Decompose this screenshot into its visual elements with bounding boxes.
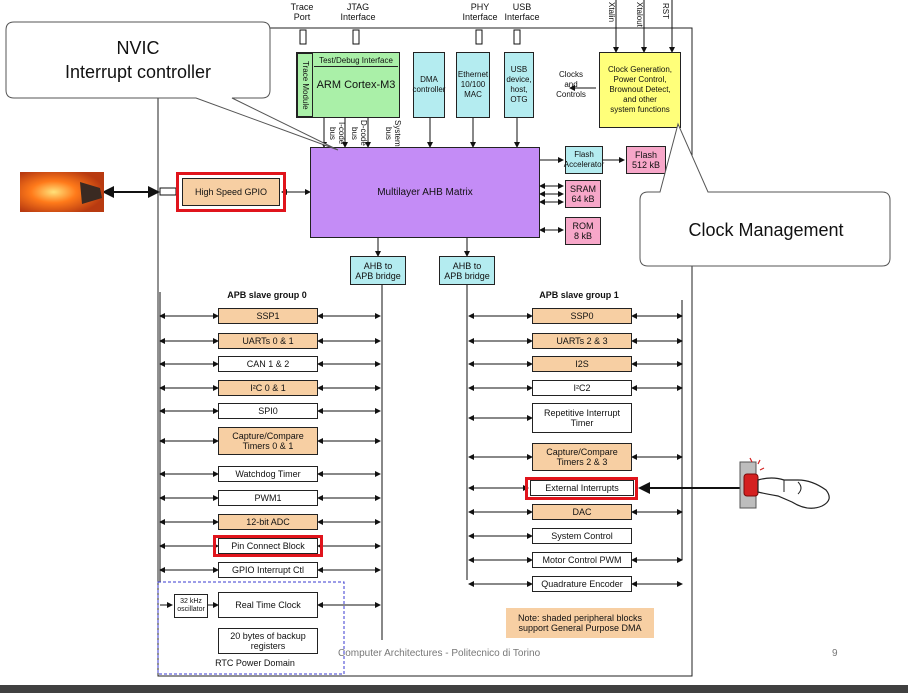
system-control: System Control <box>532 528 632 544</box>
cpu-block <box>296 52 400 118</box>
uarts-2-3: UARTs 2 & 3 <box>532 333 632 349</box>
i2c2: I²C2 <box>532 380 632 396</box>
trace-module: Trace Module <box>297 53 313 117</box>
real-time-clock: Real Time Clock <box>218 592 318 618</box>
repetitive-interrupt-timer: Repetitive Interrupt Timer <box>532 403 632 433</box>
apb-group-0-title: APB slave group 0 <box>227 290 307 300</box>
pwm1: PWM1 <box>218 490 318 506</box>
led-image <box>20 168 104 216</box>
flash-accelerator: Flash Accelerator <box>564 146 604 174</box>
backup-registers: 20 bytes of backup registers <box>218 628 318 654</box>
i2s: I2S <box>532 356 632 372</box>
arm-cortex-core: ARM Cortex-M3 <box>316 79 396 91</box>
sram-block: SRAM 64 kB <box>565 180 601 208</box>
ethernet-mac: Ethernet 10/100 MAC <box>456 52 490 118</box>
clocks-controls-label: Clocks and Controls <box>556 70 586 99</box>
bottom-bar <box>0 685 908 693</box>
icode-bus-label: I-code bus <box>328 121 346 145</box>
timers-2-3: Capture/Compare Timers 2 & 3 <box>532 443 632 471</box>
nvic-callout: NVIC Interrupt controller <box>64 38 212 82</box>
highlight-hs-gpio <box>176 172 286 212</box>
pin-connect-block: Pin Connect Block <box>218 538 318 554</box>
timers-0-1: Capture/Compare Timers 0 & 1 <box>218 427 318 455</box>
highlight-ext-interrupts <box>525 477 638 500</box>
dac: DAC <box>532 504 632 520</box>
ssp1: SSP1 <box>218 308 318 324</box>
push-button-image <box>738 456 838 516</box>
xtalin-label: Xtalin <box>607 1 616 22</box>
jtag-label: JTAG Interface <box>340 2 376 22</box>
ahb-apb-bridge-0: AHB to APB bridge <box>350 256 406 285</box>
trace-port-label: Trace Port <box>290 2 314 22</box>
apb-group-1-title: APB slave group 1 <box>539 290 619 300</box>
rst-label: RST <box>661 3 670 19</box>
highlight-pin-connect <box>213 535 323 557</box>
uarts-0-1: UARTs 0 & 1 <box>218 333 318 349</box>
xtalout-label: Xtalout <box>635 1 644 27</box>
rom-block: ROM 8 kB <box>565 217 601 245</box>
dcode-bus-label: D-code bus <box>350 120 368 146</box>
flash-memory: Flash 512 kB <box>626 146 666 174</box>
external-interrupts: External Interrupts <box>530 480 634 496</box>
debug-interface: Test/Debug Interface <box>314 56 398 67</box>
phy-label: PHY Interface <box>462 2 498 22</box>
quadrature-encoder: Quadrature Encoder <box>532 576 632 592</box>
gpio-interrupt-ctl: GPIO Interrupt Ctl <box>218 562 318 578</box>
motor-control-pwm: Motor Control PWM <box>532 552 632 568</box>
rtc-power-domain-label: RTC Power Domain <box>215 658 295 668</box>
ahb-apb-bridge-1: AHB to APB bridge <box>439 256 495 285</box>
footer-text: Computer Architectures - Politecnico di … <box>338 648 541 659</box>
usb-label: USB Interface <box>504 2 540 22</box>
dma-controller: DMA controller <box>413 52 445 118</box>
system-bus-label: System bus <box>384 120 402 147</box>
high-speed-gpio: High Speed GPIO <box>182 178 280 206</box>
adc-12bit: 12-bit ADC <box>218 514 318 530</box>
page-number: 9 <box>832 648 838 659</box>
usb-controller: USB device, host, OTG <box>504 52 534 118</box>
ssp0: SSP0 <box>532 308 632 324</box>
spi0: SPI0 <box>218 403 318 419</box>
oscillator-32khz: 32 kHz oscillator <box>174 594 208 618</box>
dma-note: Note: shaded peripheral blocks support G… <box>506 608 654 638</box>
can-1-2: CAN 1 & 2 <box>218 356 318 372</box>
i2c-0-1: I²C 0 & 1 <box>218 380 318 396</box>
clock-management-callout: Clock Management <box>688 220 844 240</box>
ahb-matrix: Multilayer AHB Matrix <box>310 147 540 238</box>
clock-generation-block: Clock Generation, Power Control, Brownou… <box>599 52 681 128</box>
watchdog-timer: Watchdog Timer <box>218 466 318 482</box>
